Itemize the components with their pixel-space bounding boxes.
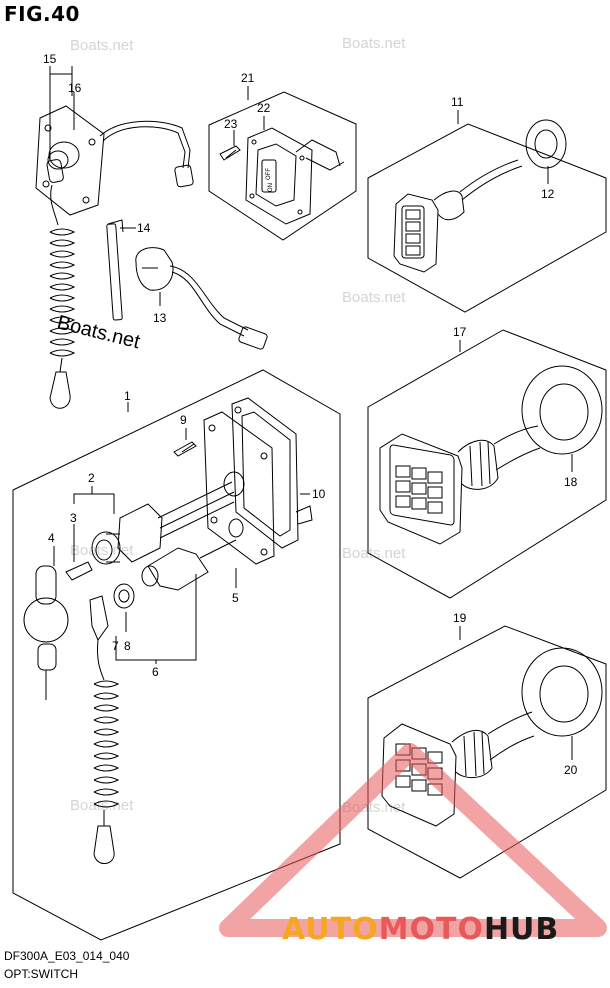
watermark-text: Boats.net: [342, 35, 406, 52]
watermark-text: Boats.net: [70, 797, 134, 814]
callout-17: 17: [453, 325, 467, 339]
callout-23: 23: [224, 117, 238, 131]
part-7-lanyard: [89, 595, 120, 864]
callout-11: 11: [451, 95, 464, 109]
part-5-gasket-plate: [203, 411, 275, 565]
callout-1: 1: [124, 389, 131, 403]
part-14-cable-tie: [106, 219, 124, 321]
callout-21: 21: [241, 71, 255, 85]
callout-14: 14: [137, 221, 151, 235]
brand-moto: MOTO: [379, 912, 484, 947]
part-9-screw: [173, 441, 197, 457]
callout-8: 8: [124, 639, 131, 653]
callout-15: 15: [43, 52, 57, 66]
callout-numbers: 15 16 21 22 23 11 12 14 13 17 18 19 20 1…: [43, 52, 578, 777]
callout-3: 3: [70, 511, 77, 525]
group-box-1: [12, 369, 341, 941]
watermark-text: Boats.net: [70, 37, 134, 54]
callout-4: 4: [48, 531, 55, 545]
leader-lines: [49, 66, 573, 760]
callout-20: 20: [564, 763, 578, 777]
part-17-switch-panel: [379, 425, 541, 545]
part-4-key: [23, 565, 69, 700]
callout-10: 10: [312, 487, 326, 501]
part-13-wire-harness: [135, 247, 268, 350]
part-10-mounting-plate: [231, 397, 313, 549]
part-18-bezel-ring: [521, 365, 603, 455]
part-15-lanyard-coil: [49, 184, 76, 409]
part-2-ignition-switch: [91, 481, 235, 565]
callout-9: 9: [180, 413, 187, 427]
callout-22: 22: [257, 101, 271, 115]
callout-16: 16: [68, 81, 82, 95]
part-22-rocker-switch: [245, 127, 345, 225]
callout-7: 7: [112, 639, 119, 653]
figure-title: FIG.40: [4, 2, 80, 26]
callout-18: 18: [564, 475, 578, 489]
part-12-bezel-ring: [525, 119, 567, 169]
figure-name: OPT:SWITCH: [4, 967, 78, 981]
figure-code: DF300A_E03_014_040: [4, 949, 130, 963]
callout-12: 12: [541, 187, 555, 201]
part-8-nut: [113, 583, 135, 609]
group-box-17: [367, 329, 607, 599]
part-16-switch-plate: [35, 105, 194, 216]
part-11-switch-panel: [393, 159, 523, 273]
group-box-21: [208, 91, 357, 241]
callout-19: 19: [453, 611, 467, 625]
svg-text:AUTOMOTOHUB: AUTOMOTOHUB: [282, 912, 559, 947]
part-20-bezel-ring: [521, 647, 603, 737]
brand-hub: HUB: [484, 912, 559, 947]
automotohub-logo: AUTOMOTOHUB: [219, 743, 607, 947]
callout-2: 2: [88, 471, 95, 485]
watermark-text: Boats.net: [342, 289, 406, 306]
watermark-text: Boats.net: [70, 542, 134, 559]
group-box-11: [367, 123, 607, 313]
callout-6: 6: [152, 665, 159, 679]
callout-5: 5: [232, 591, 239, 605]
group-box-19: [367, 625, 607, 879]
brand-auto: AUTO: [282, 912, 379, 947]
panel-label-on: ON: [268, 183, 274, 192]
panel-label-off: OFF: [266, 168, 272, 180]
part-3-key-cap: [65, 561, 93, 581]
part-6-stop-switch: [141, 539, 237, 591]
watermark-text: Boats.net: [342, 545, 406, 562]
callout-13: 13: [153, 311, 167, 325]
part-23-screw: [219, 145, 241, 161]
